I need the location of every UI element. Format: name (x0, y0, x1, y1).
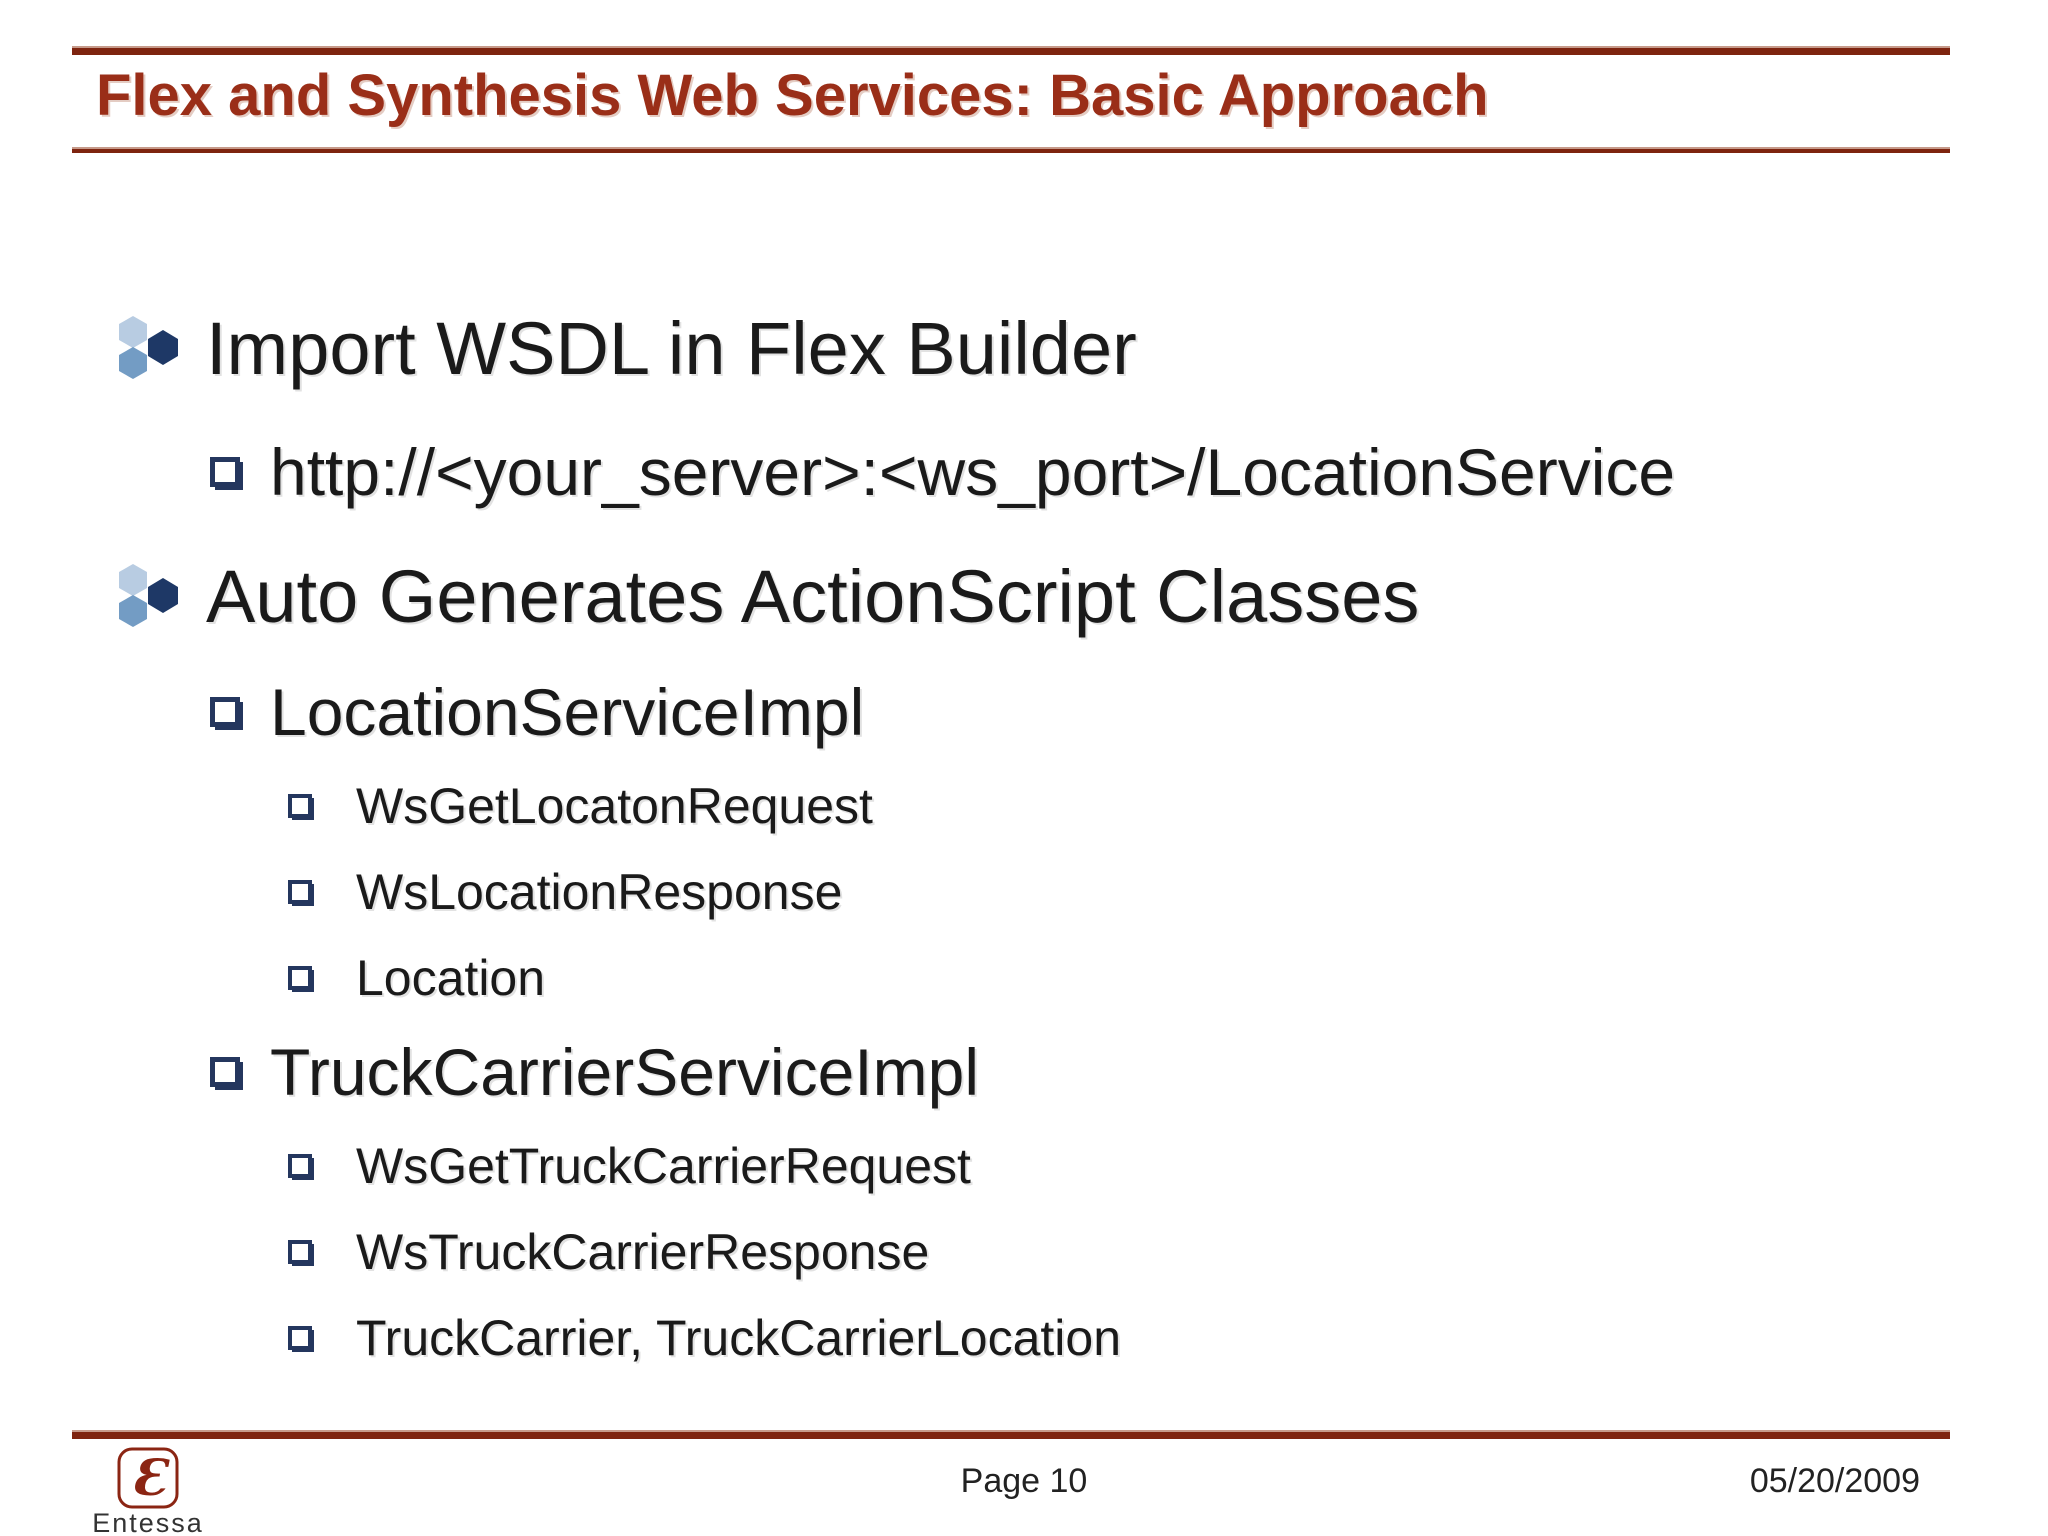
bullet-text: WsTruckCarrierResponse (356, 1224, 930, 1280)
bullet-text: Import WSDL in Flex Builder (206, 306, 1137, 390)
bullet-item-level-1: Auto Generates ActionScript Classes (110, 531, 2008, 661)
bullet-list: Import WSDL in Flex Builder http://<your_… (110, 283, 2008, 1381)
bullet-item-level-2: http://<your_server>:<ws_port>/LocationS… (210, 413, 2008, 531)
bullet-item-level-3: WsTruckCarrierResponse (288, 1209, 2008, 1295)
footer-rule (72, 1430, 1950, 1439)
title-underline-rule (72, 147, 1950, 153)
bullet-item-level-3: WsGetTruckCarrierRequest (288, 1123, 2008, 1209)
bullet-text: WsGetTruckCarrierRequest (356, 1138, 971, 1194)
bullet-text: LocationServiceImpl (270, 675, 865, 749)
entessa-logo-caption: Entessa (92, 1508, 204, 1536)
bullet-item-level-2: LocationServiceImpl (210, 661, 2008, 763)
bullet-item-level-1: Import WSDL in Flex Builder (110, 283, 2008, 413)
bullet-text: TruckCarrier, TruckCarrierLocation (356, 1310, 1122, 1366)
svg-text:Ɛ: Ɛ (131, 1448, 170, 1507)
bullet-text: Auto Generates ActionScript Classes (206, 554, 1420, 638)
shadowed-square-icon (288, 1240, 312, 1264)
shadowed-square-icon (288, 1154, 312, 1178)
bullet-text: http://<your_server>:<ws_port>/LocationS… (270, 435, 1676, 509)
entessa-logo-icon: Ɛ (116, 1446, 180, 1515)
shadowed-square-icon (210, 1057, 240, 1087)
hexagon-cluster-icon (119, 316, 178, 379)
shadowed-square-icon (288, 1326, 312, 1350)
shadowed-square-icon (210, 697, 240, 727)
shadowed-square-icon (288, 880, 312, 904)
bullet-item-level-3: WsLocationResponse (288, 849, 2008, 935)
bullet-text: TruckCarrierServiceImpl (270, 1035, 979, 1109)
slide-date: 05/20/2009 (1749, 1462, 1920, 1500)
shadowed-square-icon (288, 966, 312, 990)
page-number: Page 10 (960, 1462, 1088, 1500)
shadowed-square-icon (210, 457, 240, 487)
bullet-item-level-3: TruckCarrier, TruckCarrierLocation (288, 1295, 2008, 1381)
top-rule (72, 46, 1950, 55)
bullet-item-level-3: WsGetLocatonRequest (288, 763, 2008, 849)
bullet-item-level-2: TruckCarrierServiceImpl (210, 1021, 2008, 1123)
shadowed-square-icon (288, 794, 312, 818)
slide-title: Flex and Synthesis Web Services: Basic A… (96, 63, 1489, 128)
bullet-item-level-3: Location (288, 935, 2008, 1021)
bullet-text: WsGetLocatonRequest (356, 778, 873, 834)
bullet-text: WsLocationResponse (356, 864, 843, 920)
bullet-text: Location (356, 950, 546, 1006)
hexagon-cluster-icon (119, 564, 178, 627)
